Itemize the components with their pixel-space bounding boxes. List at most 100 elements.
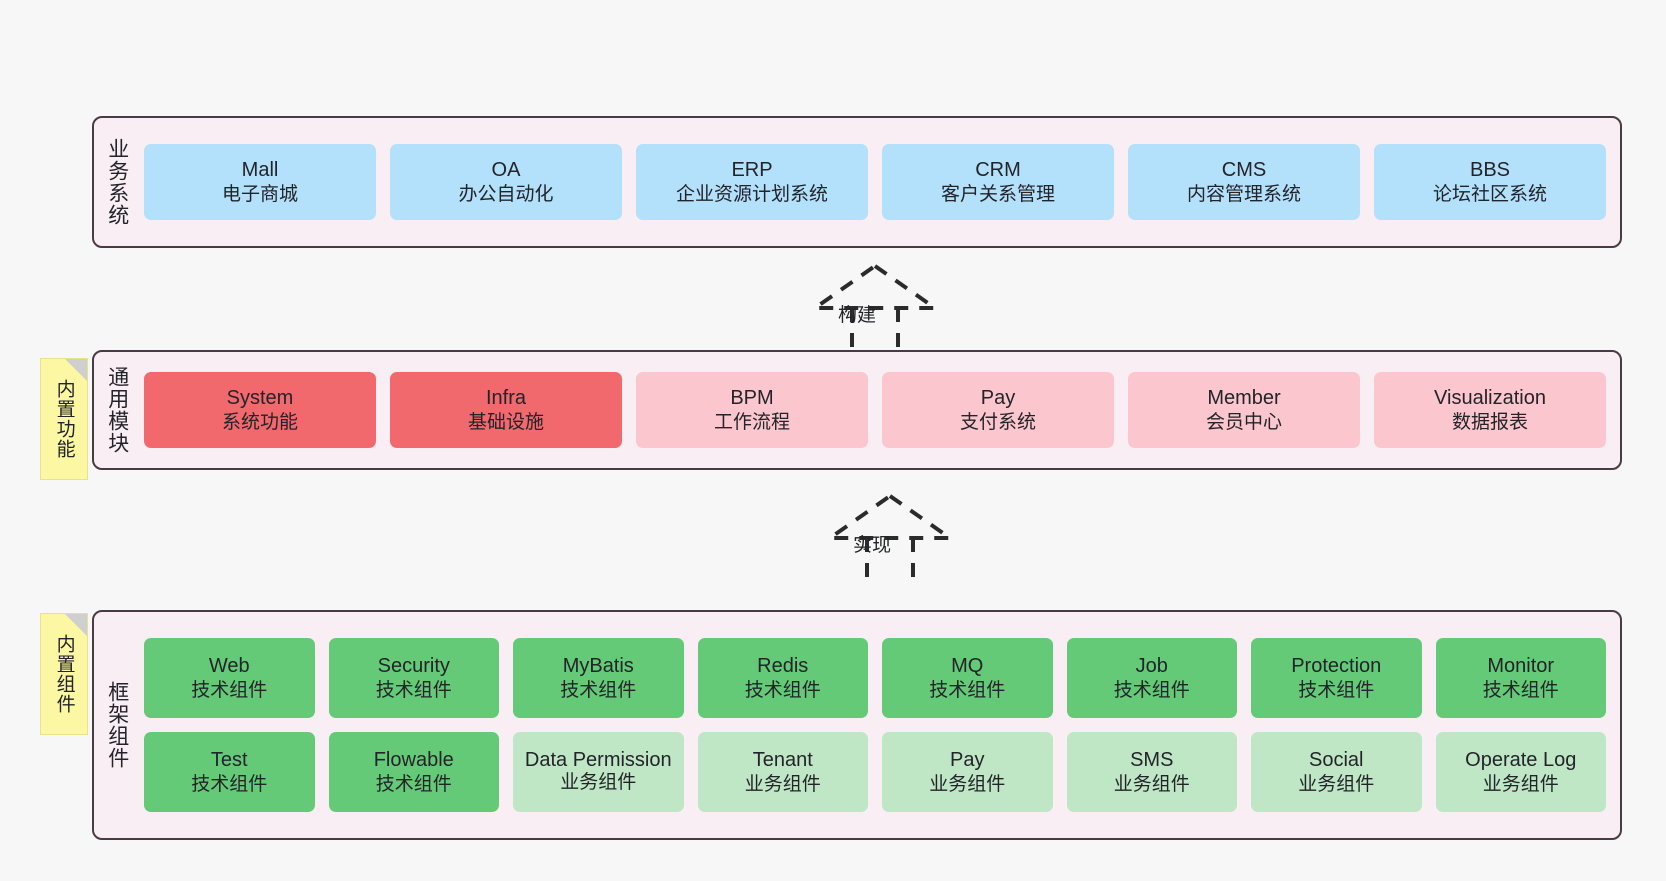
card-subtitle: 业务组件 xyxy=(929,773,1006,795)
card-subtitle: 技术组件 xyxy=(191,773,268,795)
sticky-note-builtin-components: 内置组件 xyxy=(40,613,88,735)
card-security[interactable]: Security 技术组件 xyxy=(328,638,499,718)
card-title: Visualization xyxy=(1434,387,1546,410)
connector-label-build: 构建 xyxy=(838,305,877,326)
card-title: Mall xyxy=(241,159,279,182)
card-social[interactable]: Social 业务组件 xyxy=(1251,732,1422,812)
layer-title-common-modules: 通用模块 xyxy=(105,366,129,454)
card-flowable[interactable]: Flowable 技术组件 xyxy=(328,732,499,812)
card-title: SMS xyxy=(1130,749,1174,772)
card-operate-log[interactable]: Operate Log 业务组件 xyxy=(1435,732,1606,812)
card-monitor[interactable]: Monitor 技术组件 xyxy=(1435,638,1606,718)
card-subtitle: 技术组件 xyxy=(1482,679,1559,701)
card-title: CRM xyxy=(975,159,1021,182)
arrowhead-triangle-icon xyxy=(808,263,942,310)
card-title: MyBatis xyxy=(562,655,634,678)
card-subtitle: 技术组件 xyxy=(560,679,637,701)
card-subtitle: 业务组件 xyxy=(1113,773,1190,795)
card-subtitle: 技术组件 xyxy=(375,773,452,795)
sticky-note-builtin-functions: 内置功能 xyxy=(40,358,88,480)
card-subtitle: 技术组件 xyxy=(1113,679,1190,701)
card-infra[interactable]: Infra 基础设施 xyxy=(390,372,622,448)
card-title: Data Permission xyxy=(524,749,672,772)
card-subtitle: 技术组件 xyxy=(191,679,268,701)
card-title: Test xyxy=(210,749,248,772)
card-title: Pay xyxy=(950,749,985,772)
card-subtitle: 论坛社区系统 xyxy=(1432,183,1547,205)
card-subtitle: 系统功能 xyxy=(221,411,298,433)
card-subtitle: 基础设施 xyxy=(467,411,544,433)
card-title: Security xyxy=(377,655,450,678)
card-bpm[interactable]: BPM 工作流程 xyxy=(636,372,868,448)
card-tenant[interactable]: Tenant 业务组件 xyxy=(697,732,868,812)
card-redis[interactable]: Redis 技术组件 xyxy=(697,638,868,718)
card-cms[interactable]: CMS 内容管理系统 xyxy=(1128,144,1360,220)
card-title: ERP xyxy=(731,159,773,182)
card-title: Member xyxy=(1207,387,1281,410)
card-subtitle: 电子商城 xyxy=(221,183,298,205)
sticky-note-label: 内置组件 xyxy=(53,634,75,714)
card-member[interactable]: Member 会员中心 xyxy=(1128,372,1360,448)
card-visualization[interactable]: Visualization 数据报表 xyxy=(1374,372,1606,448)
card-test[interactable]: Test 技术组件 xyxy=(144,732,315,812)
card-subtitle: 会员中心 xyxy=(1205,411,1282,433)
card-pay-component[interactable]: Pay 业务组件 xyxy=(882,732,1053,812)
card-mall[interactable]: Mall 电子商城 xyxy=(144,144,376,220)
card-title: BPM xyxy=(730,387,774,410)
card-subtitle: 技术组件 xyxy=(1298,679,1375,701)
card-title: Infra xyxy=(485,387,527,410)
card-subtitle: 业务组件 xyxy=(1482,773,1559,795)
card-title: Monitor xyxy=(1487,655,1555,678)
card-protection[interactable]: Protection 技术组件 xyxy=(1251,638,1422,718)
card-title: OA xyxy=(491,159,521,182)
card-title: Protection xyxy=(1291,655,1382,678)
card-crm[interactable]: CRM 客户关系管理 xyxy=(882,144,1114,220)
card-web[interactable]: Web 技术组件 xyxy=(144,638,315,718)
card-oa[interactable]: OA 办公自动化 xyxy=(390,144,622,220)
connector-label-implement: 实现 xyxy=(853,535,892,556)
card-title: Tenant xyxy=(752,749,813,772)
card-mq[interactable]: MQ 技术组件 xyxy=(882,638,1053,718)
card-title: Redis xyxy=(757,655,809,678)
card-job[interactable]: Job 技术组件 xyxy=(1066,638,1237,718)
card-title: BBS xyxy=(1469,159,1511,182)
card-title: Job xyxy=(1135,655,1168,678)
card-system[interactable]: System 系统功能 xyxy=(144,372,376,448)
layer-business-systems: 业务系统 Mall 电子商城 OA 办公自动化 ERP 企业资源计划系统 CRM… xyxy=(92,116,1622,248)
layer-common-modules: 通用模块 System 系统功能 Infra 基础设施 BPM 工作流程 Pay… xyxy=(92,350,1622,470)
card-subtitle: 企业资源计划系统 xyxy=(675,183,828,205)
connector-build: 构建 xyxy=(800,262,950,352)
card-erp[interactable]: ERP 企业资源计划系统 xyxy=(636,144,868,220)
card-subtitle: 数据报表 xyxy=(1451,411,1528,433)
card-title: Web xyxy=(208,655,250,678)
card-bbs[interactable]: BBS 论坛社区系统 xyxy=(1374,144,1606,220)
card-row: System 系统功能 Infra 基础设施 BPM 工作流程 Pay 支付系统… xyxy=(144,372,1606,448)
card-title: Social xyxy=(1309,749,1364,772)
card-subtitle: 内容管理系统 xyxy=(1186,183,1301,205)
layer-framework-components: 框架组件 Web 技术组件 Security 技术组件 MyBatis 技术组件… xyxy=(92,610,1622,840)
card-data-permission[interactable]: Data Permission 业务组件 xyxy=(513,732,684,812)
card-subtitle: 客户关系管理 xyxy=(940,183,1055,205)
card-pay[interactable]: Pay 支付系统 xyxy=(882,372,1114,448)
card-title: Operate Log xyxy=(1465,749,1577,772)
card-subtitle: 工作流程 xyxy=(713,411,790,433)
card-subtitle: 业务组件 xyxy=(744,773,821,795)
card-subtitle: 业务组件 xyxy=(1298,773,1375,795)
layer-body-business-systems: Mall 电子商城 OA 办公自动化 ERP 企业资源计划系统 CRM 客户关系… xyxy=(140,118,1620,246)
arrowhead-triangle-icon xyxy=(823,493,957,540)
layer-body-common-modules: System 系统功能 Infra 基础设施 BPM 工作流程 Pay 支付系统… xyxy=(140,352,1620,468)
card-title: CMS xyxy=(1221,159,1267,182)
card-title: MQ xyxy=(951,655,984,678)
card-row: Test 技术组件 Flowable 技术组件 Data Permission … xyxy=(144,732,1606,812)
layer-body-framework-components: Web 技术组件 Security 技术组件 MyBatis 技术组件 Redi… xyxy=(140,612,1620,838)
card-title: System xyxy=(226,387,294,410)
card-subtitle: 技术组件 xyxy=(375,679,452,701)
card-sms[interactable]: SMS 业务组件 xyxy=(1066,732,1237,812)
layer-title-framework-components: 框架组件 xyxy=(105,681,129,769)
card-subtitle: 技术组件 xyxy=(929,679,1006,701)
card-mybatis[interactable]: MyBatis 技术组件 xyxy=(513,638,684,718)
connector-implement: 实现 xyxy=(815,492,965,582)
card-subtitle: 业务组件 xyxy=(560,771,637,793)
card-title: Pay xyxy=(980,387,1016,410)
